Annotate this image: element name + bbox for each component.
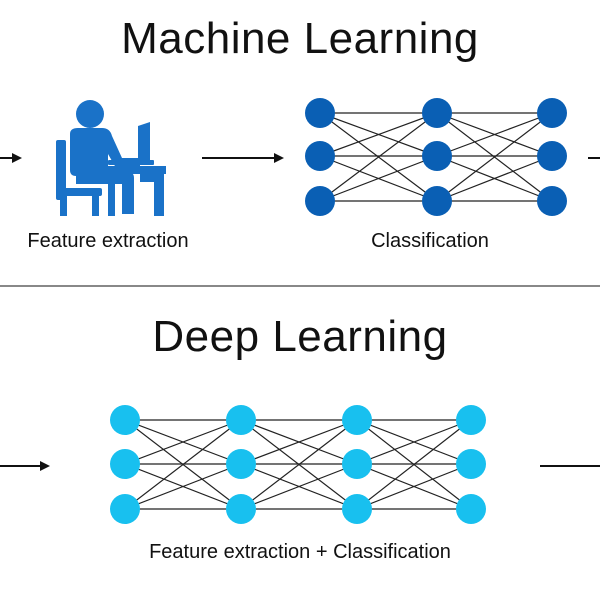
ml-node-l3-n3 xyxy=(537,186,567,216)
dl-neural-network xyxy=(110,405,486,524)
ml-edge xyxy=(319,112,438,157)
dl-node-l3-n2 xyxy=(342,449,372,479)
dl-node-l3-n1 xyxy=(342,405,372,435)
dl-edge xyxy=(240,419,358,510)
dl-combined-label: Feature extraction + Classification xyxy=(149,541,451,563)
ml-node-l3-n1 xyxy=(537,98,567,128)
dl-node-l1-n2 xyxy=(110,449,140,479)
ml-feature-extraction-label: Feature extraction xyxy=(27,230,189,252)
dl-node-l2-n1 xyxy=(226,405,256,435)
ml-node-l3-n2 xyxy=(537,141,567,171)
ml-classification-label: Classification xyxy=(371,230,489,252)
ml-node-l2-n3 xyxy=(422,186,452,216)
ml-node-l2-n1 xyxy=(422,98,452,128)
ml-neural-network xyxy=(305,98,567,216)
dl-edge xyxy=(356,463,472,510)
dl-edge xyxy=(356,419,472,510)
ml-edge xyxy=(436,155,553,202)
dl-node-l1-n1 xyxy=(110,405,140,435)
ml-edge xyxy=(436,112,553,157)
dl-node-l3-n3 xyxy=(342,494,372,524)
dl-node-l2-n3 xyxy=(226,494,256,524)
dl-edge xyxy=(240,463,358,510)
dl-node-l2-n2 xyxy=(226,449,256,479)
person-at-computer-icon xyxy=(56,100,166,216)
ml-edge xyxy=(436,112,553,202)
dl-edge xyxy=(356,419,472,465)
ml-node-l1-n2 xyxy=(305,141,335,171)
ml-node-l1-n3 xyxy=(305,186,335,216)
ml-edge xyxy=(319,155,438,202)
machine-learning-title: Machine Learning xyxy=(121,14,479,63)
dl-node-l4-n2 xyxy=(456,449,486,479)
deep-learning-title: Deep Learning xyxy=(152,312,448,361)
dl-edge xyxy=(124,419,242,510)
dl-node-l4-n3 xyxy=(456,494,486,524)
ml-edge xyxy=(319,112,438,202)
ml-node-l1-n1 xyxy=(305,98,335,128)
dl-node-l4-n1 xyxy=(456,405,486,435)
dl-node-l1-n3 xyxy=(110,494,140,524)
dl-edge xyxy=(240,419,358,465)
dl-edge xyxy=(124,419,242,465)
dl-edge xyxy=(124,463,242,510)
ml-node-l2-n2 xyxy=(422,141,452,171)
